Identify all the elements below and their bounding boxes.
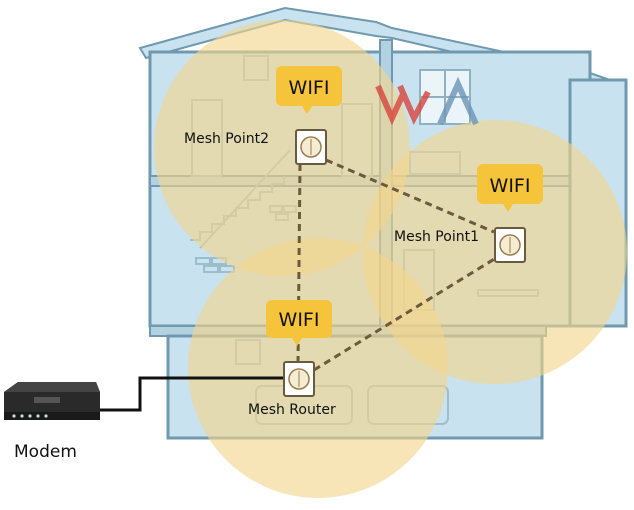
wifi-badge-bottom: WIFI: [266, 300, 332, 346]
link-point2-point1: [325, 158, 495, 234]
svg-text:WIFI: WIFI: [279, 309, 320, 331]
label-modem: Modem: [14, 442, 77, 462]
wya-logo-icon: [375, 76, 479, 126]
label-mesh-point1: Mesh Point1: [394, 229, 479, 245]
label-mesh-point2: Mesh Point2: [184, 131, 269, 147]
wifi-badge-top: WIFI: [276, 66, 342, 114]
svg-text:WIFI: WIFI: [490, 175, 531, 197]
mesh-node-icon: [283, 361, 315, 397]
link-point2-router: [296, 163, 302, 365]
mesh-links: [296, 158, 497, 372]
coverage-mesh-point2: [154, 20, 410, 276]
mesh-node-icon: [295, 129, 327, 165]
svg-text:WIFI: WIFI: [289, 77, 330, 99]
wifi-badge-right: WIFI: [477, 164, 543, 212]
modem-cable: [100, 376, 286, 412]
mesh-node-icon: [494, 227, 526, 263]
modem-icon: [4, 382, 100, 420]
label-mesh-router: Mesh Router: [248, 402, 336, 418]
